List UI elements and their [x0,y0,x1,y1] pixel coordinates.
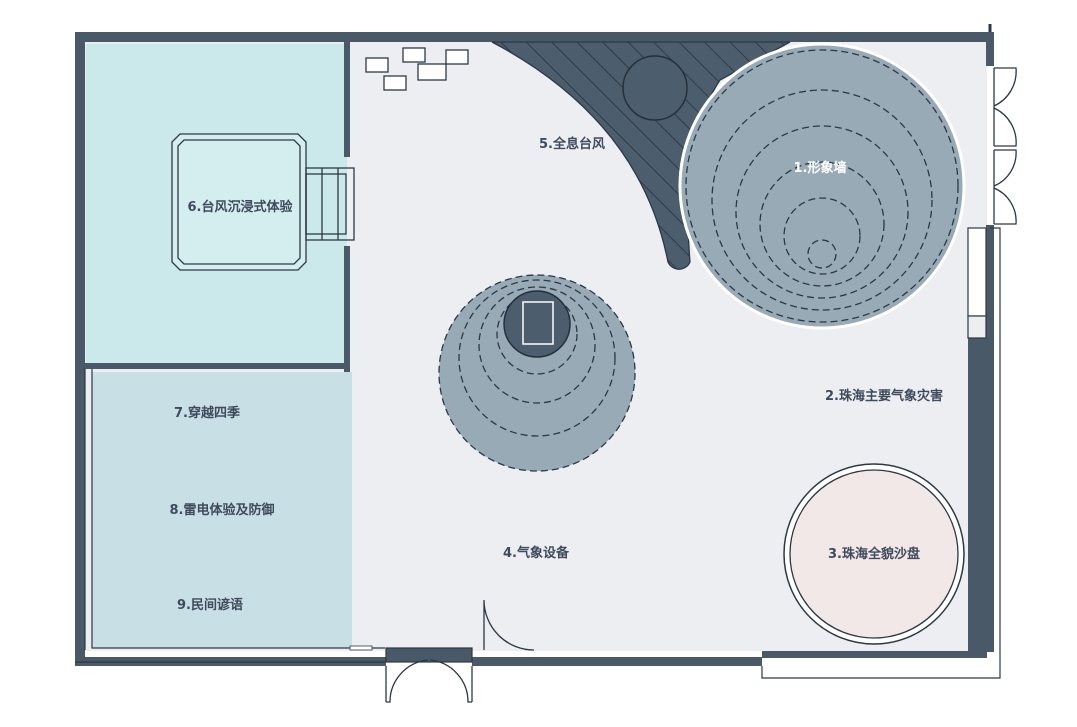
zone-label-image-wall: 1.形象墙 [794,160,847,176]
display-blocks [365,47,469,91]
door-bottom-entrance[interactable] [385,659,473,703]
image-wall-rings [678,42,966,330]
zone-label-thunder: 8.雷电体验及防御 [170,502,275,518]
door-right-upper[interactable] [993,67,1017,225]
hologram-projector [622,55,688,121]
zone-label-equipment: 4.气象设备 [503,545,570,561]
zone-label-proverbs: 9.民间谚语 [177,597,243,613]
zone-label-disasters: 2.珠海主要气象灾害 [825,388,943,404]
hologram-arc-wall [491,41,791,270]
sandtable [783,463,965,645]
zone-label-hologram: 5.全息台风 [539,136,605,152]
interior-partitions [85,42,373,651]
zone-labels: 1.形象墙 2.珠海主要气象灾害 3.珠海全貌沙盘 4.气象设备 5.全息台风 … [170,136,943,613]
immersive-booth [171,133,355,271]
zone-label-immersive: 6.台风沉浸式体验 [188,199,294,215]
equipment-rings [438,274,636,472]
door-inner[interactable] [483,599,535,651]
zone-label-sandtable: 3.珠海全貌沙盘 [828,546,920,562]
zone-label-seasons: 7.穿越四季 [174,405,240,421]
room-seasons [92,372,352,648]
